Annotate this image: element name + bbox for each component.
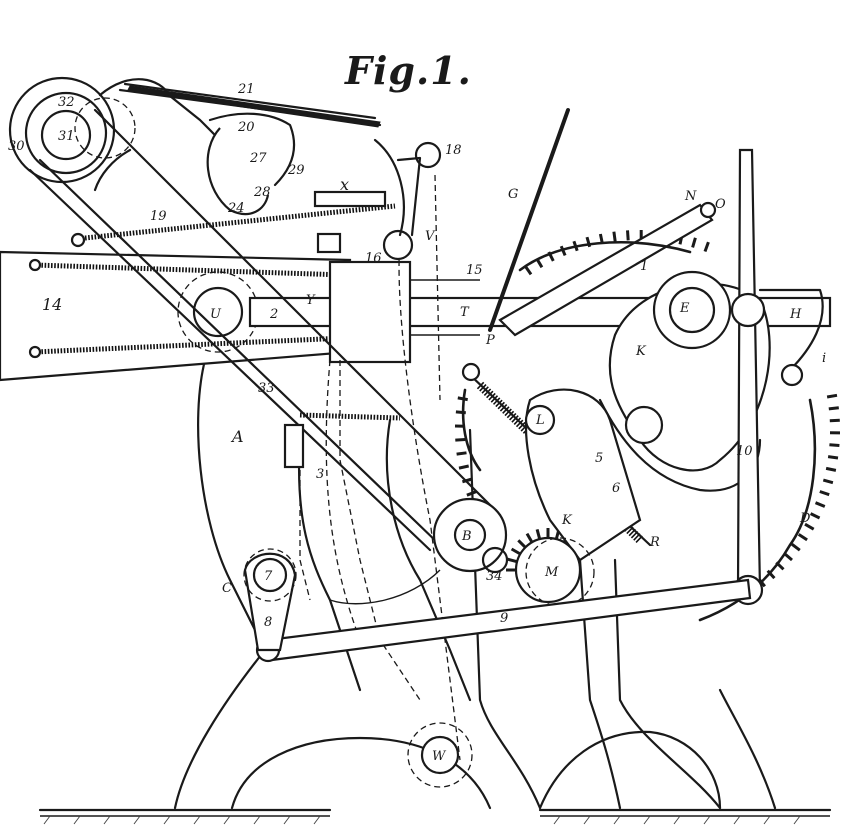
spring-middle — [299, 412, 401, 421]
label-A: A — [230, 427, 244, 446]
label-15: 15 — [466, 263, 483, 278]
lever-10 — [730, 148, 824, 606]
label-14: 14 — [42, 295, 62, 314]
label-x: x — [340, 175, 349, 194]
label-i: i — [822, 351, 826, 366]
block-3 — [283, 423, 305, 469]
bell-crank-K — [524, 388, 642, 562]
label-3: 3 — [316, 467, 324, 482]
drive-belt-33 — [28, 108, 502, 552]
hopper — [93, 78, 382, 216]
feed-chute — [0, 250, 352, 382]
label-K: K — [635, 344, 647, 359]
label-16: 16 — [365, 251, 382, 266]
label-34: 34 — [486, 569, 503, 584]
label-M: M — [544, 565, 559, 580]
upper-pulley — [8, 76, 136, 184]
label-24: 24 — [227, 201, 245, 216]
label-D: D — [799, 511, 811, 526]
spring-19 — [84, 203, 396, 241]
label-7: 7 — [264, 569, 273, 584]
label-N: N — [684, 189, 697, 204]
gear-teeth-right — [747, 393, 841, 595]
wheel-W — [420, 735, 460, 775]
label-30: 30 — [8, 139, 25, 154]
label-31: 31 — [58, 129, 75, 144]
crank-18 — [313, 138, 442, 261]
label-R: R — [649, 535, 660, 550]
label-B: B — [461, 529, 472, 544]
label-33: 33 — [258, 381, 275, 396]
label-10: 10 — [736, 444, 753, 459]
label-29: 29 — [287, 163, 305, 178]
label-27: 27 — [249, 151, 267, 166]
label-C: C — [222, 581, 232, 596]
crank-C — [243, 548, 297, 652]
reference-labels: 21 32 31 30 20 27 29 28 24 19 18 x V G N… — [8, 82, 826, 764]
label-Y: Y — [306, 293, 316, 308]
main-frame — [38, 358, 832, 825]
label-U: U — [210, 307, 222, 322]
dashed-links — [299, 174, 461, 761]
label-E: E — [679, 301, 690, 316]
label-O: O — [715, 197, 726, 212]
label-18: 18 — [445, 143, 462, 158]
label-21: 21 — [237, 82, 255, 97]
label-6: 6 — [612, 481, 620, 496]
spring-19-anchor — [70, 232, 86, 248]
wheel-W-outline — [407, 722, 473, 788]
figure-title: Fig.1. — [344, 48, 472, 93]
label-5: 5 — [595, 451, 603, 466]
label-K2: K — [561, 513, 573, 528]
label-G: G — [508, 187, 518, 202]
label-H: H — [789, 307, 802, 322]
label-32: 32 — [58, 95, 75, 110]
label-W: W — [432, 749, 447, 764]
pulley-B — [432, 497, 508, 573]
gear-wheel — [461, 241, 817, 622]
label-9: 9 — [500, 611, 508, 626]
label-T: T — [460, 305, 470, 320]
segment-34 — [481, 546, 509, 574]
label-1: 1 — [640, 259, 648, 274]
label-20: 20 — [237, 120, 255, 135]
label-L: L — [535, 413, 545, 428]
label-19: 19 — [150, 209, 167, 224]
label-8: 8 — [264, 615, 272, 630]
cam-plate — [598, 270, 771, 492]
label-P: P — [485, 333, 495, 348]
pinion-M — [514, 536, 595, 607]
label-2: 2 — [269, 307, 278, 322]
label-28: 28 — [253, 185, 271, 200]
rod-G — [488, 108, 570, 332]
label-V: V — [425, 229, 436, 244]
